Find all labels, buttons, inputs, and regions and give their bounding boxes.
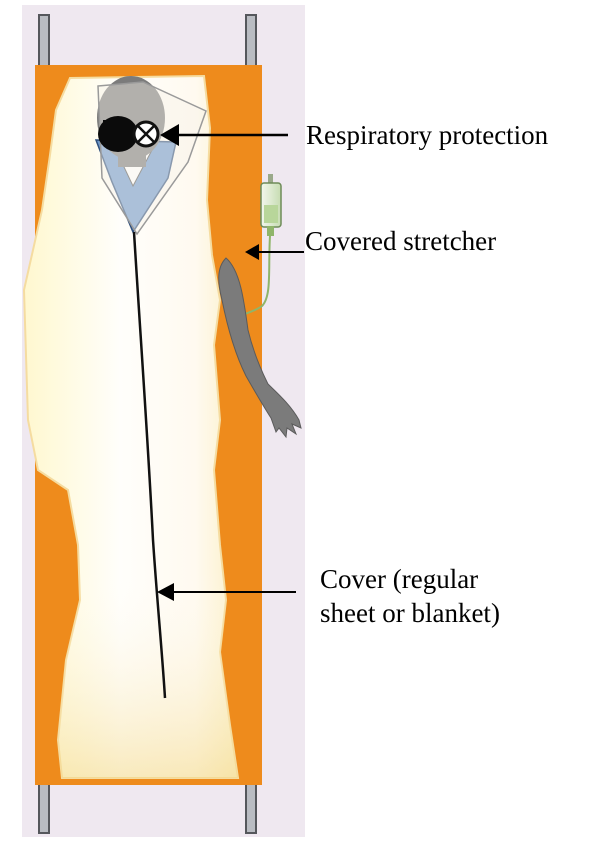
pole-bottom-left bbox=[39, 778, 49, 833]
label-cover-line-2: sheet or blanket) bbox=[320, 597, 500, 630]
respirator-mask-icon bbox=[98, 116, 158, 152]
label-cover-line-1: Cover (regular bbox=[320, 563, 478, 596]
label-respiratory-protection: Respiratory protection bbox=[306, 119, 548, 152]
pole-top-right bbox=[246, 15, 256, 71]
label-covered-stretcher: Covered stretcher bbox=[305, 225, 496, 258]
pole-bottom-right bbox=[246, 778, 256, 833]
pole-top-left bbox=[39, 15, 49, 71]
